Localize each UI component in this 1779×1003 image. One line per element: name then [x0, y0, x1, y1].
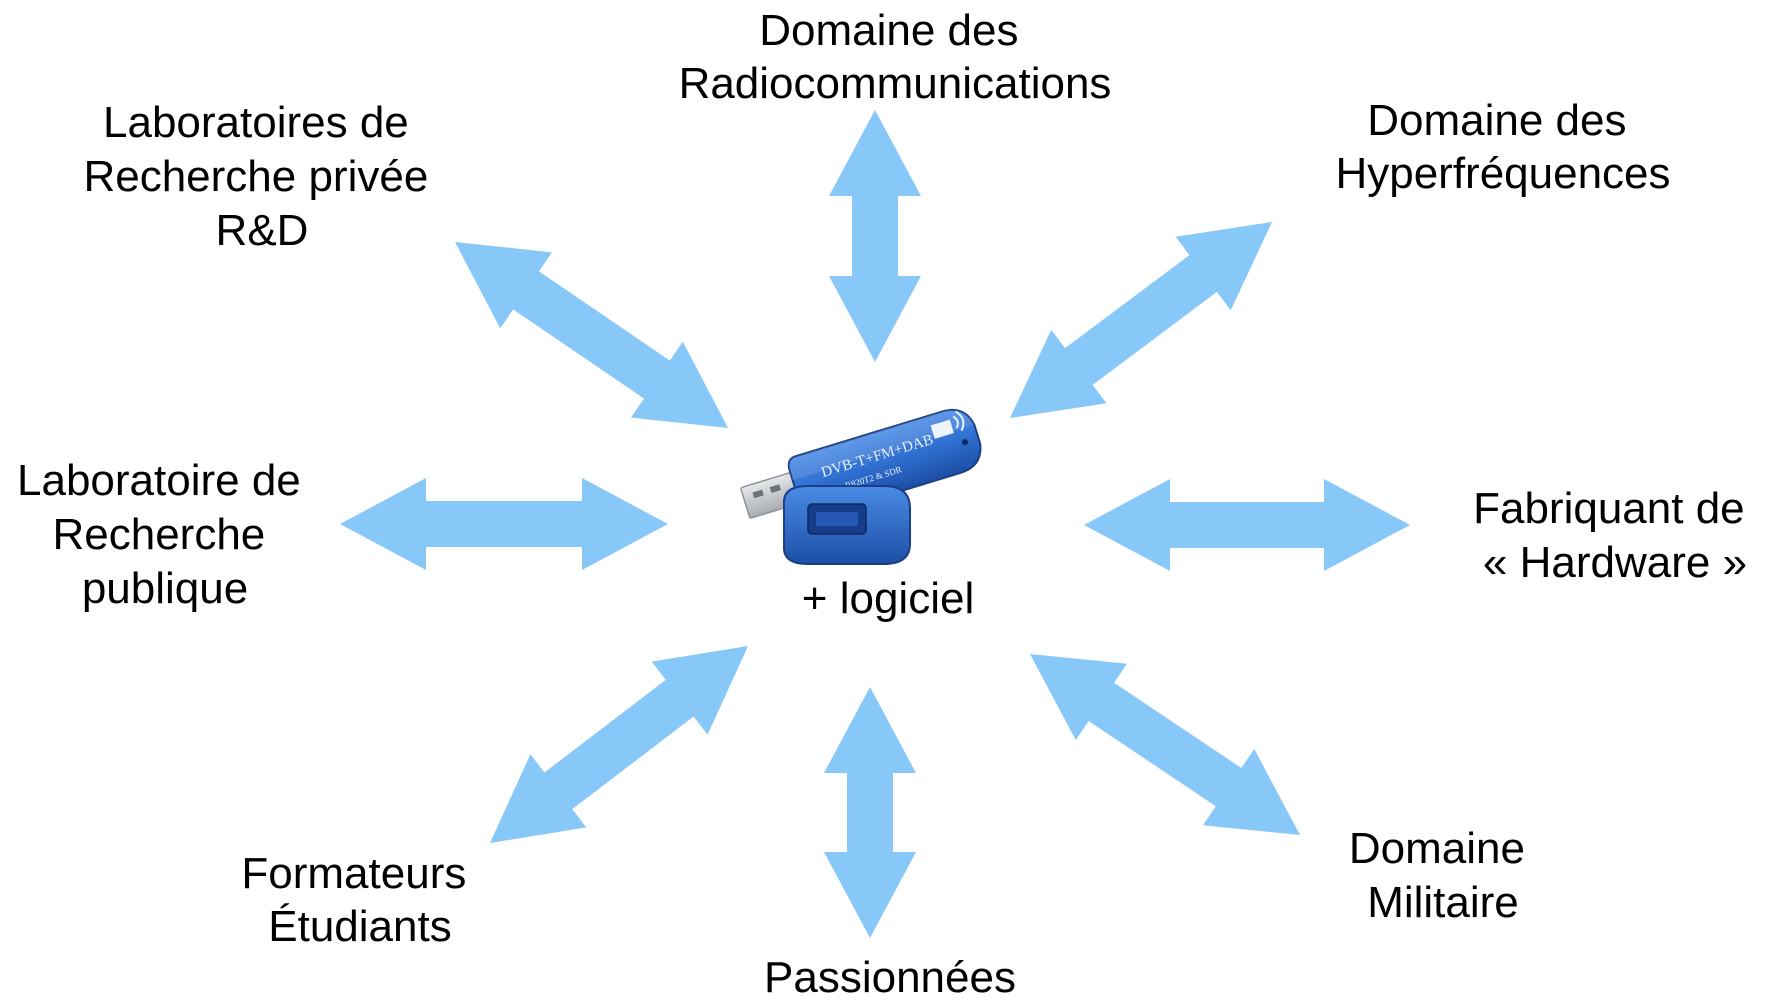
arrow-labo-privee	[455, 242, 728, 428]
label-hardware-line-2: « Hardware »	[1483, 538, 1747, 587]
label-militaire-line-2: Militaire	[1367, 878, 1519, 927]
arrow-hardware	[1084, 479, 1410, 571]
label-hyper-line-1: Domaine des	[1367, 96, 1626, 145]
label-labo-publique-line-2: Recherche	[52, 510, 265, 559]
label-formateurs-line-1: Formateurs	[241, 849, 466, 898]
arrow-passionnees	[824, 687, 916, 938]
arrow-radiocommunications	[829, 110, 921, 362]
label-radiocom-line-2: Radiocommunications	[679, 59, 1112, 108]
arrows-group	[340, 110, 1410, 938]
label-passionnees-line-1: Passionnées	[764, 953, 1016, 1002]
label-passionnees: Passionnées	[764, 953, 1016, 1002]
center-caption: + logiciel	[802, 574, 974, 623]
label-laboratoire-recherche-publique: Laboratoire de Recherche publique	[17, 456, 313, 613]
label-labo-privee-line-1: Laboratoires de	[103, 98, 409, 147]
label-hyper-line-2: Hyperfréquences	[1335, 149, 1670, 198]
label-labo-publique-line-1: Laboratoire de	[17, 456, 301, 505]
wireless-icon	[952, 410, 965, 432]
label-labo-privee-line-3: R&D	[216, 206, 309, 255]
dongle-cap	[783, 485, 911, 565]
label-militaire-line-1: Domaine	[1349, 824, 1525, 873]
label-fabriquant-hardware: Fabriquant de « Hardware »	[1473, 484, 1757, 587]
label-formateurs-etudiants: Formateurs Étudiants	[241, 849, 478, 951]
label-formateurs-line-2: Étudiants	[268, 902, 451, 951]
arrow-militaire	[1030, 654, 1300, 835]
label-hardware-line-1: Fabriquant de	[1473, 484, 1745, 533]
arrow-hyperfrequences	[1010, 222, 1272, 418]
label-domaine-militaire: Domaine Militaire	[1349, 824, 1537, 927]
label-radiocommunications: Domaine des Radiocommunications	[679, 6, 1112, 108]
arrow-formateurs	[490, 646, 748, 843]
usb-sdr-dongle-image: DVB-T+FM+DAB R820T2 & SDR	[740, 408, 982, 565]
arrow-labo-publique	[340, 478, 668, 570]
label-labo-publique-line-3: publique	[82, 564, 248, 613]
label-labo-privee-line-2: Recherche privée	[83, 152, 428, 201]
label-laboratoires-recherche-privee: Laboratoires de Recherche privée R&D	[83, 98, 440, 255]
label-radiocom-line-1: Domaine des	[759, 6, 1018, 55]
dvb-logo-icon	[930, 419, 954, 439]
label-hyperfrequences: Domaine des Hyperfréquences	[1335, 96, 1670, 198]
